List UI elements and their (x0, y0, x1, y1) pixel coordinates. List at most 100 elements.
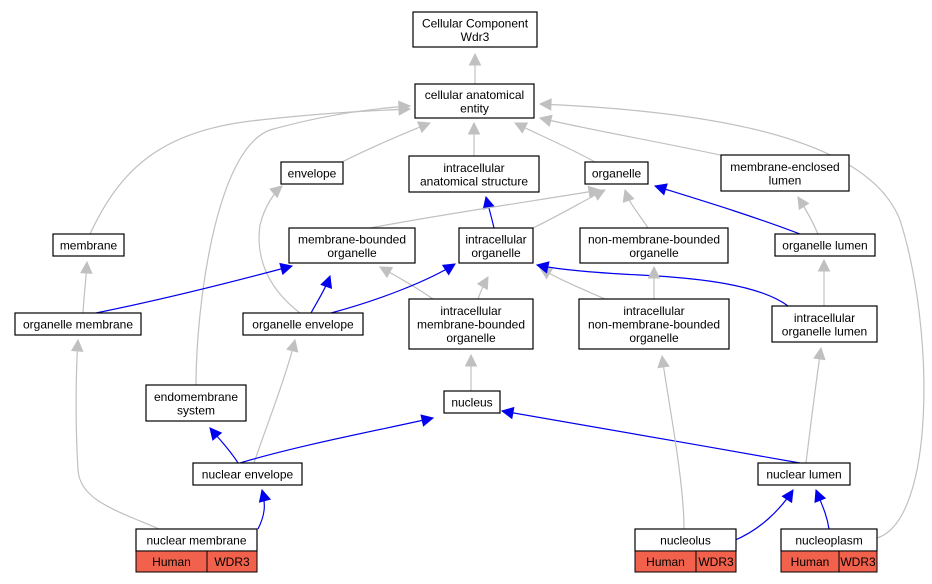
edges-layer (70, 52, 925, 542)
edge-ne-to-nuc (239, 414, 435, 464)
edge-imbo-to-mbo (379, 266, 434, 300)
edge-line (89, 108, 411, 235)
term-label-line: organelle (327, 246, 377, 260)
term-label-line: nuclear lumen (766, 468, 841, 482)
term-node-org[interactable]: organelle (584, 161, 649, 185)
term-box (412, 11, 538, 48)
edge-arrowhead (379, 266, 394, 279)
term-node-inmbo[interactable]: intracellularnon-membrane-boundedorganel… (578, 298, 730, 350)
edge-line (501, 410, 801, 464)
term-node-ne[interactable]: nuclear envelope (192, 462, 303, 486)
term-label-line: membrane-enclosed (730, 160, 839, 174)
edge-line (539, 117, 726, 157)
edge-ne-to-ems (209, 427, 239, 464)
term-label-line: organelle (471, 246, 521, 260)
term-label-line: nuclear membrane (146, 534, 246, 548)
edge-arrowhead (269, 185, 283, 199)
term-node-ol[interactable]: organelle lumen (774, 233, 876, 257)
term-node-nuc[interactable]: nucleus (443, 390, 501, 414)
term-label-line: nucleus (451, 396, 492, 410)
term-node-env[interactable]: envelope (280, 161, 344, 185)
gene-tag (838, 550, 878, 573)
edge-arrowhead (657, 354, 670, 369)
edge-arrowhead (647, 265, 661, 279)
edge-arrowhead (814, 488, 827, 504)
term-label-line: membrane (60, 239, 118, 253)
term-box (443, 390, 501, 414)
term-node-mem[interactable]: membrane (52, 233, 125, 257)
edge-arrowhead (781, 489, 794, 504)
term-label-line: nucleolus (660, 534, 711, 548)
edge-line (369, 189, 601, 229)
edge-iol-to-ol (817, 258, 831, 306)
edge-nl-to-nuc (500, 406, 801, 464)
term-node-oe[interactable]: organelle envelope (242, 312, 364, 336)
term-node-om[interactable]: organelle membrane (14, 312, 142, 336)
edge-line (661, 355, 685, 530)
edge-arrowhead (535, 261, 550, 274)
edge-arrowhead (279, 262, 294, 276)
term-label-line: intracellular (443, 161, 504, 175)
term-label-line: intracellular (794, 311, 855, 325)
edge-mem-to-cae (89, 103, 412, 235)
edge-nol-to-inmbo (657, 354, 685, 530)
edge-om-to-mem (80, 260, 93, 314)
term-box (408, 298, 534, 350)
edge-oe-to-mbo (310, 274, 333, 314)
edge-line (253, 339, 296, 464)
edge-line (654, 185, 801, 235)
edge-line (195, 105, 411, 386)
term-label-line: organelle (592, 167, 642, 181)
term-box (774, 233, 876, 257)
gene-tag (695, 550, 737, 573)
edge-arrowhead (441, 263, 456, 276)
edge-nm-to-om (70, 338, 160, 530)
gene-tag-label: WDR3 (698, 555, 734, 569)
term-box (14, 312, 142, 336)
term-label-line: lumen (769, 173, 802, 187)
edge-nuc-to-imbo (464, 353, 478, 391)
term-box (408, 155, 540, 193)
term-box (288, 227, 416, 264)
term-label-line: Cellular Component (422, 16, 529, 30)
term-node-nl[interactable]: nuclear lumen (757, 462, 851, 486)
gene-tag-label: WDR3 (214, 555, 250, 569)
edge-arrowhead (320, 274, 333, 289)
term-box (414, 83, 535, 119)
edge-env-to-cae (341, 121, 432, 163)
term-label-line: membrane-bounded (298, 232, 406, 246)
term-box (720, 154, 850, 192)
edge-arrowhead (538, 114, 553, 127)
term-box (578, 298, 730, 350)
term-label-line: membrane-bounded (417, 318, 525, 332)
term-box (584, 161, 649, 185)
edge-cae-to-cc (468, 52, 482, 84)
term-label-line: organelle (446, 331, 496, 345)
term-label-line: system (177, 403, 215, 417)
term-box (579, 227, 729, 264)
edge-arrowhead (653, 183, 668, 196)
edge-line (75, 339, 160, 530)
edge-arrowhead (464, 353, 478, 367)
edge-line (539, 103, 925, 539)
edge-arrowhead (258, 488, 272, 503)
edge-iol-to-io (535, 261, 789, 307)
edge-arrowhead (70, 338, 84, 352)
edge-arrowhead (513, 122, 529, 134)
species-tag-label: Human (152, 555, 191, 569)
term-label-line: intracellular (465, 232, 526, 246)
